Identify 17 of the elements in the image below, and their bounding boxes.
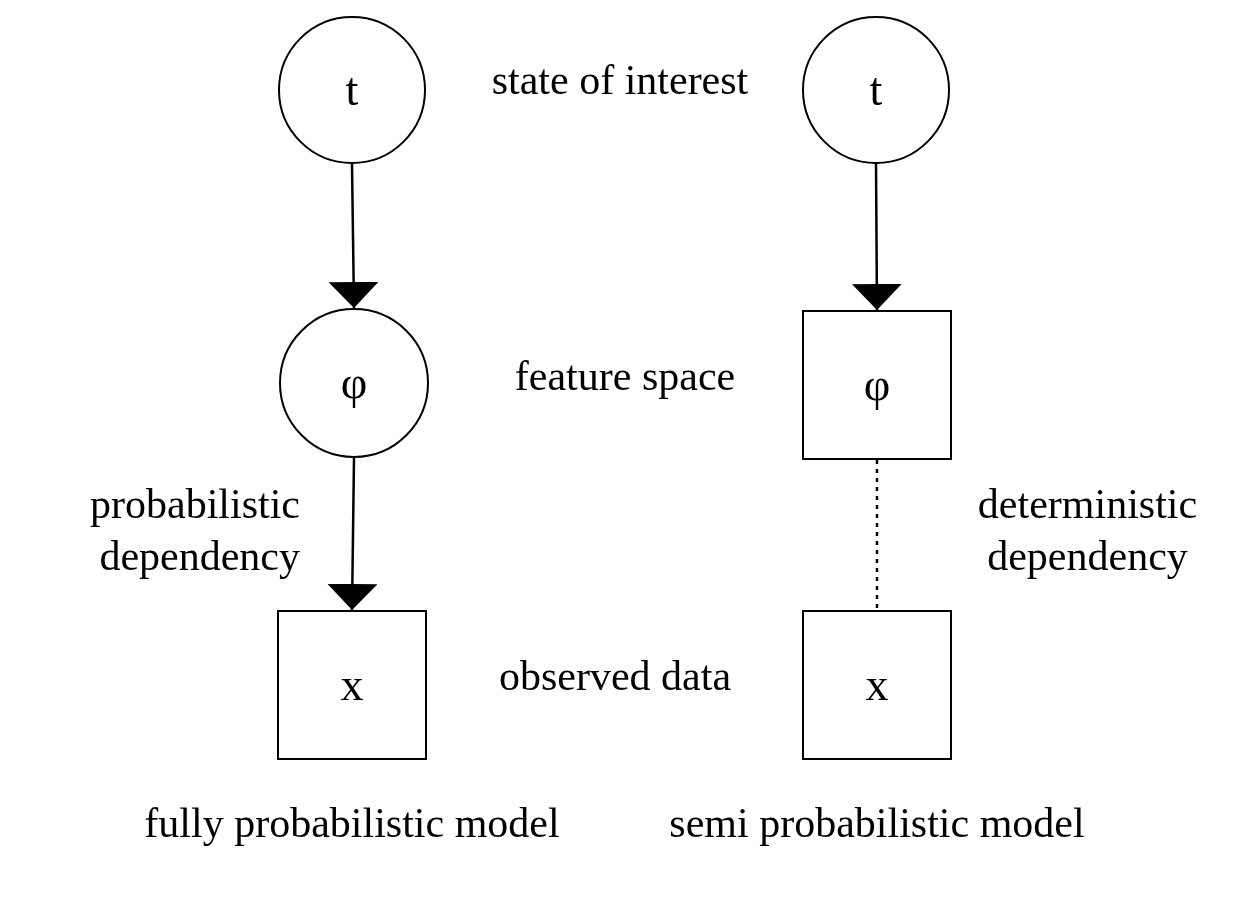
arrow: [851, 164, 902, 310]
model-caption: fully probabilistic model: [143, 799, 561, 848]
variable-symbol: φ: [863, 362, 891, 408]
variable-symbol: φ: [340, 360, 368, 406]
arrow: [328, 164, 379, 308]
arrow: [327, 458, 378, 610]
row-label: observed data: [497, 652, 733, 701]
variable-box: [277, 610, 427, 760]
variable-box: [802, 610, 952, 760]
model-caption: semi probabilistic model: [668, 799, 1086, 848]
row-label: state of interest: [490, 56, 750, 105]
row-label: feature space: [513, 352, 737, 401]
variable-symbol: x: [340, 662, 364, 708]
variable-symbol: t: [869, 67, 883, 113]
variable-symbol: t: [345, 67, 359, 113]
variable-box: [802, 310, 952, 460]
variable-symbol: x: [865, 662, 889, 708]
